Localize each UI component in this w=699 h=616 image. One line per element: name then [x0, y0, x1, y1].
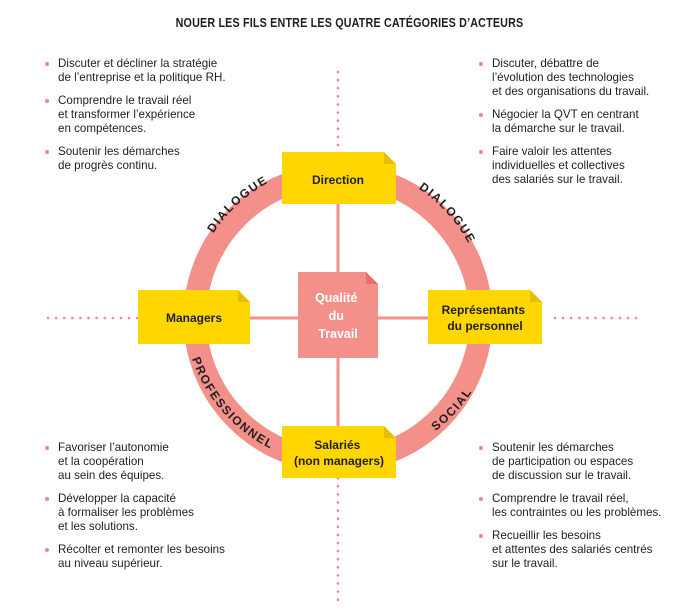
list-item: Favoriser l’autonomie et la coopération … — [44, 441, 264, 483]
node-representants-label-line: Représentants — [442, 303, 526, 317]
list-item: Soutenir les démarches de progrès contin… — [44, 145, 264, 173]
node-managers: Managers — [138, 290, 250, 344]
node-salaries-label-line: (non managers) — [294, 454, 384, 468]
list-item: Négocier la QVT en centrant la démarche … — [478, 108, 678, 136]
list-item: Discuter et décliner la stratégie de l’e… — [44, 57, 264, 85]
list-item: Soutenir les démarches de participation … — [478, 441, 688, 483]
node-direction: Direction — [282, 152, 396, 204]
list-managers-salaries: Favoriser l’autonomie et la coopération … — [44, 441, 264, 580]
node-salaries: Salariés (non managers) — [282, 426, 396, 478]
center-label-line: Travail — [318, 327, 358, 341]
list-item: Développer la capacité à formaliser les … — [44, 492, 264, 534]
center-label-line: du — [329, 309, 344, 323]
list-direction-managers: Discuter et décliner la stratégie de l’e… — [44, 57, 264, 182]
list-item: Faire valoir les attentes individuelles … — [478, 145, 678, 187]
list-item: Comprendre le travail réel, les contrain… — [478, 492, 688, 520]
node-managers-label: Managers — [166, 311, 222, 325]
svg-text:Représentants du personn: Représentants du personnel — [442, 303, 529, 333]
diagram-title: NOUER LES FILS ENTRE LES QUATRE CATÉGORI… — [175, 16, 524, 30]
list-item: Discuter, débattre de l’évolution des te… — [478, 57, 678, 99]
svg-text:Qualité du Travail: Qualité du Travail — [315, 291, 361, 341]
node-representants: Représentants du personnel — [428, 290, 542, 344]
list-direction-representants: Discuter, débattre de l’évolution des te… — [478, 57, 678, 196]
list-item: Récolter et remonter les besoins au nive… — [44, 543, 264, 571]
node-salaries-label-line: Salariés — [314, 438, 360, 452]
center-label-line: Qualité — [315, 291, 357, 305]
center-quality-box: Qualité du Travail — [298, 272, 378, 358]
node-direction-label: Direction — [312, 173, 364, 187]
svg-text:Salariés (non managers): Salariés (non managers) — [294, 438, 384, 468]
node-representants-label-line: du personnel — [447, 319, 522, 333]
list-item: Recueillir les besoins et attentes des s… — [478, 529, 688, 571]
list-representants-salaries: Soutenir les démarches de participation … — [478, 441, 688, 580]
list-item: Comprendre le travail réel et transforme… — [44, 94, 264, 136]
